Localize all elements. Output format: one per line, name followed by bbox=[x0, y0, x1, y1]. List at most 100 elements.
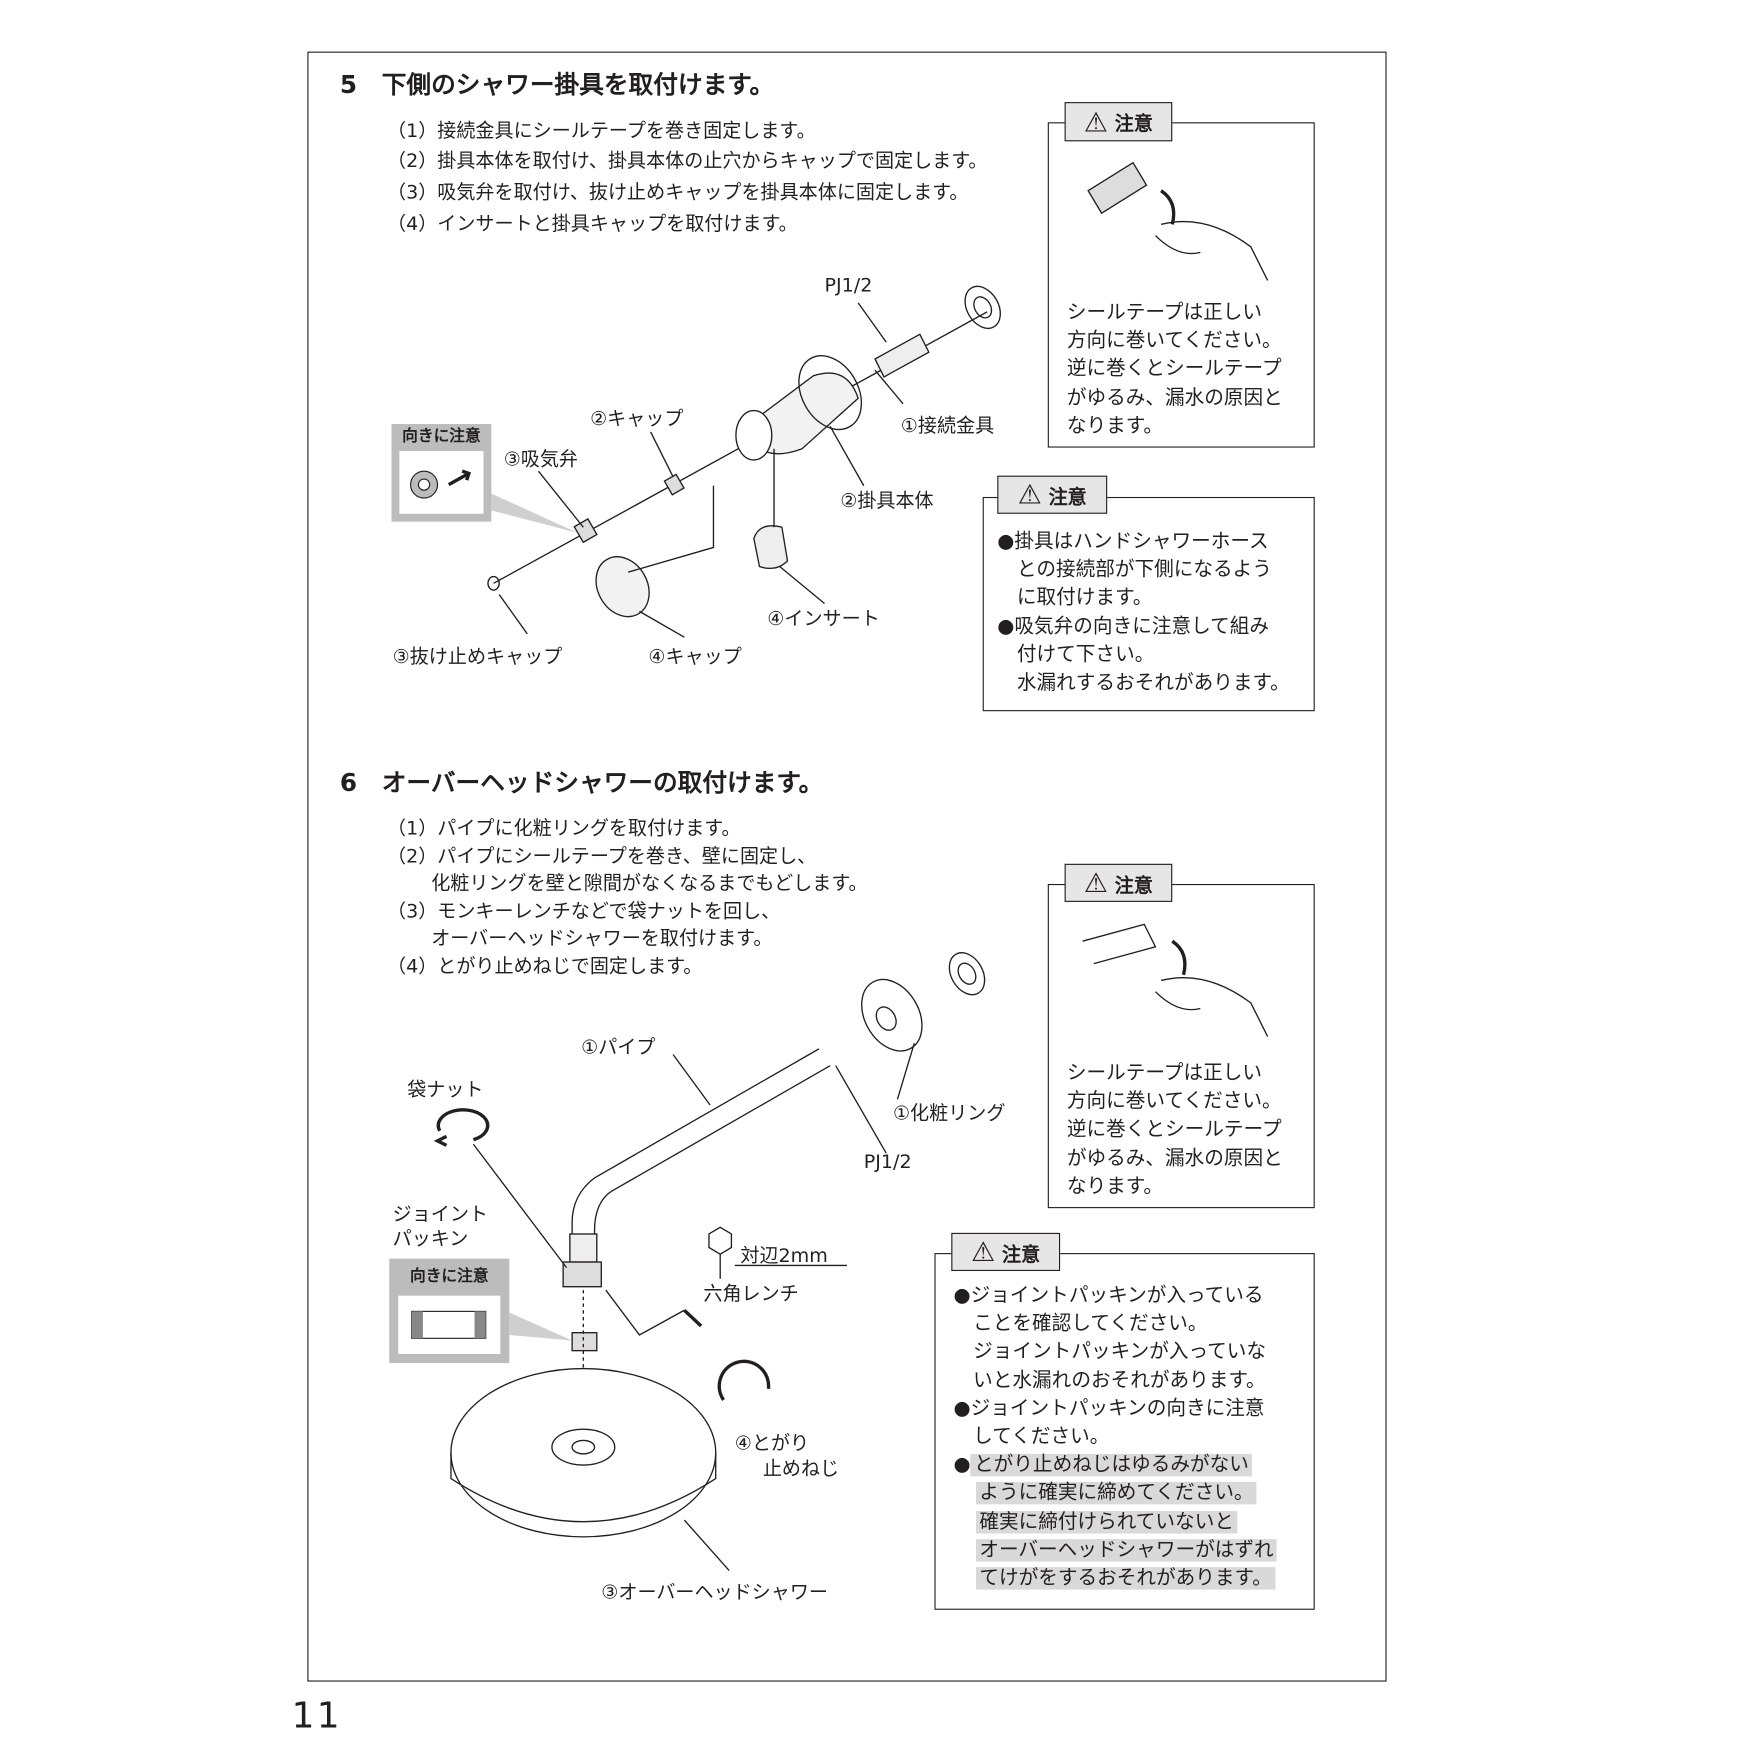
highlight-line: ように確実に締めてください。 bbox=[975, 1482, 1257, 1505]
valve-orientation-image bbox=[399, 450, 484, 514]
caution-4-line: いと水漏れのおそれがあります。 bbox=[953, 1369, 1266, 1392]
label-cap-4: ④キャップ bbox=[648, 646, 742, 669]
rotate-arrow-icon-2 bbox=[717, 1359, 771, 1401]
washer-6 bbox=[948, 952, 986, 996]
overhead-shower bbox=[450, 1367, 717, 1538]
caution-tab-3: ⚠注意 bbox=[1064, 863, 1173, 902]
label-overhead-shower: ③オーバーヘッドシャワー bbox=[601, 1581, 828, 1605]
label-fitting: ①接続金具 bbox=[900, 415, 995, 438]
label-cap-nut: 袋ナット bbox=[407, 1079, 484, 1102]
step-6-2: （2）パイプにシールテープを巻き、壁に固定し、 bbox=[387, 845, 817, 869]
hex-icon bbox=[708, 1226, 733, 1255]
caution-3-line: シールテープは正しい bbox=[1066, 1062, 1262, 1085]
warning-icon: ⚠ bbox=[971, 1236, 996, 1268]
joint-packing bbox=[571, 1332, 598, 1352]
section-5-title: 5 下側のシャワー掛具を取付けます。 bbox=[339, 71, 775, 100]
decorative-ring bbox=[861, 978, 923, 1052]
label-holder-body: ②掛具本体 bbox=[840, 490, 934, 513]
caution-box-3: シールテープは正しい 方向に巻いてください。 逆に巻くとシールテープ がゆるみ、… bbox=[1047, 883, 1315, 1209]
pipe bbox=[571, 1048, 831, 1234]
caution-1-line: なります。 bbox=[1066, 414, 1164, 438]
caution-box-2: ●掛具はハンドシャワーホース との接続部が下側になるよう に取付けます。 ●吸気… bbox=[982, 496, 1315, 712]
orientation-label: 向きに注意 bbox=[402, 427, 481, 446]
caution-title: 注意 bbox=[1002, 1243, 1041, 1266]
label-across-flats: 対辺2mm bbox=[740, 1245, 828, 1268]
caution-tab-4: ⚠ 注意 bbox=[951, 1232, 1061, 1271]
caution-2-line: 付けて下さい。 bbox=[997, 643, 1155, 667]
caution-title: 注意 bbox=[1048, 486, 1087, 509]
label-packing: パッキン bbox=[392, 1228, 469, 1251]
step-5-4: （4）インサートと掛具キャップを取付けます。 bbox=[387, 213, 798, 236]
label-hex-wrench: 六角レンチ bbox=[703, 1283, 799, 1306]
caution-4-line: してください。 bbox=[953, 1425, 1110, 1449]
caution-1-line: シールテープは正しい bbox=[1066, 301, 1262, 325]
packing-cross-section bbox=[411, 1310, 487, 1339]
highlight-line: とがり止めねじはゆるみがない bbox=[970, 1454, 1253, 1477]
caution-4-line: ジョイントパッキンが入っていな bbox=[953, 1341, 1267, 1364]
step-6-3: （3）モンキーレンチなどで袋ナットを回し、 bbox=[387, 900, 781, 924]
label-joint: ジョイント bbox=[392, 1203, 488, 1227]
warning-icon: ⚠ bbox=[1083, 867, 1109, 899]
section-6-title: 6 オーバーヘッドシャワーの取付けます。 bbox=[339, 769, 824, 798]
label-retain-cap: ③抜け止めキャップ bbox=[392, 646, 563, 669]
label-cap-2: ②キャップ bbox=[590, 408, 684, 431]
cap-nut bbox=[562, 1261, 602, 1288]
fitting bbox=[874, 333, 930, 378]
orientation-label: 向きに注意 bbox=[410, 1267, 489, 1286]
seal-tape-illustration bbox=[1082, 923, 1269, 1037]
insert bbox=[753, 525, 789, 570]
step-5-3: （3）吸気弁を取付け、抜け止めキャップを掛具本体に固定します。 bbox=[387, 181, 969, 205]
caution-3-line: がゆるみ、漏水の原因と bbox=[1066, 1147, 1283, 1170]
pipe-joint bbox=[569, 1233, 598, 1263]
caution-1-line: 逆に巻くとシールテープ bbox=[1066, 358, 1282, 381]
caution-2-line: に取付けます。 bbox=[997, 587, 1153, 610]
caution-4-line: ●ジョイントパッキンの向きに注意 bbox=[953, 1397, 1265, 1420]
caution-1-line: 方向に巻いてください。 bbox=[1066, 330, 1282, 353]
cap-4 bbox=[595, 556, 650, 618]
label-set-screw-2: 止めねじ bbox=[762, 1458, 840, 1481]
step-6-4: （4）とがり止めねじで固定します。 bbox=[387, 955, 703, 979]
caution-4-line: ことを確認してください。 bbox=[953, 1312, 1208, 1336]
highlight-line: てけがをするおそれがあります。 bbox=[975, 1567, 1276, 1590]
label-insert: ④インサート bbox=[767, 608, 880, 631]
caution-2-line: ●掛具はハンドシャワーホース bbox=[997, 530, 1269, 554]
caution-3-line: 方向に巻いてください。 bbox=[1066, 1090, 1282, 1114]
step-6-1: （1）パイプに化粧リングを取付けます。 bbox=[387, 817, 741, 841]
caution-2-line: ●吸気弁の向きに注意して組み bbox=[997, 615, 1270, 638]
label-ring: ①化粧リング bbox=[892, 1102, 1006, 1126]
seal-tape-illustration bbox=[1087, 161, 1269, 281]
caution-tab-1: ⚠注意 bbox=[1064, 102, 1173, 142]
warning-icon: ⚠ bbox=[1083, 106, 1109, 138]
caution-2-line: 水漏れするおそれがあります。 bbox=[997, 671, 1290, 695]
caution-box-4: ●ジョイントパッキンが入っている ことを確認してください。 ジョイントパッキンが… bbox=[934, 1253, 1315, 1610]
washer bbox=[964, 285, 1002, 330]
label-pj-5: PJ1/2 bbox=[824, 274, 873, 298]
warning-icon: ⚠ bbox=[1017, 479, 1042, 511]
caution-2-line: との接続部が下側になるよう bbox=[997, 558, 1272, 582]
highlight-line: オーバーヘッドシャワーがはずれ bbox=[975, 1538, 1277, 1562]
step-6-3b: オーバーヘッドシャワーを取付けます。 bbox=[387, 927, 773, 951]
label-pipe: ①パイプ bbox=[581, 1036, 656, 1059]
orientation-callout-5: 向きに注意 bbox=[391, 424, 492, 522]
arrow-icon bbox=[410, 469, 472, 499]
page-number: 11 bbox=[291, 1693, 342, 1737]
bullet: ● bbox=[953, 1454, 971, 1477]
caution-4-line: ●ジョイントパッキンが入っている bbox=[953, 1284, 1264, 1307]
page-frame bbox=[307, 51, 1387, 1682]
label-set-screw: ④とがり bbox=[734, 1432, 810, 1455]
cap-2 bbox=[663, 473, 685, 496]
caution-title: 注意 bbox=[1114, 113, 1153, 136]
highlight-line: 確実に締付けられていないと bbox=[975, 1511, 1238, 1534]
packing-orientation-image bbox=[398, 1295, 501, 1355]
caution-3-line: なります。 bbox=[1066, 1175, 1164, 1198]
caution-tab-2: ⚠ 注意 bbox=[997, 475, 1108, 514]
valve bbox=[573, 517, 598, 544]
hex-wrench bbox=[683, 1309, 703, 1328]
orientation-callout-6: 向きに注意 bbox=[389, 1258, 510, 1363]
retain-cap bbox=[487, 575, 500, 591]
label-valve: ③吸気弁 bbox=[503, 448, 579, 472]
caution-title: 注意 bbox=[1114, 874, 1153, 897]
